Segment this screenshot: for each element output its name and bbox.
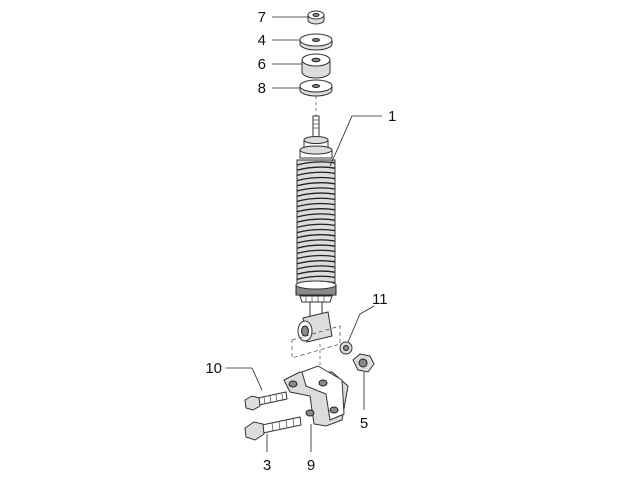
- spring-coil: [296, 244, 336, 249]
- spring-coil: [296, 166, 336, 171]
- part-label-9: 9: [307, 457, 315, 474]
- part-6-rubber-bushing[interactable]: [301, 53, 331, 79]
- spring-coil: [296, 218, 336, 223]
- part-label-10: 10: [205, 360, 222, 377]
- part-label-6: 6: [258, 56, 266, 73]
- spring-coil: [296, 202, 336, 208]
- part-9-bracket[interactable]: [283, 365, 349, 427]
- spring-coil: [296, 182, 336, 187]
- spring-coil: [296, 197, 336, 203]
- spring-coil: [296, 260, 336, 265]
- part-1-shock-absorber[interactable]: [295, 115, 337, 343]
- part-label-3: 3: [263, 457, 271, 474]
- part-8-washer[interactable]: [299, 79, 333, 97]
- spring-coil: [296, 265, 336, 270]
- part-4-washer[interactable]: [299, 33, 333, 51]
- part-7-nut[interactable]: [307, 10, 325, 25]
- spring-coil: [296, 187, 336, 192]
- spring-coil: [296, 192, 336, 197]
- spring-coil: [296, 234, 336, 239]
- part-11-nut[interactable]: [339, 341, 353, 355]
- part-10-bolt[interactable]: [244, 391, 288, 411]
- spring-coil: [296, 275, 336, 281]
- spring-coils: [296, 161, 336, 286]
- spring-coil: [296, 223, 336, 229]
- spring-coil: [296, 176, 336, 182]
- spring-coil: [296, 270, 336, 275]
- spring-coil: [296, 239, 336, 244]
- part-label-5: 5: [360, 415, 368, 432]
- part-label-1: 1: [388, 108, 396, 125]
- spring-coil: [296, 228, 336, 234]
- part-label-11: 11: [372, 291, 388, 308]
- spring-coil: [296, 171, 336, 177]
- part-label-8: 8: [258, 80, 266, 97]
- spring-coil: [296, 208, 336, 213]
- part-label-4: 4: [258, 32, 266, 49]
- spring-coil: [296, 254, 336, 260]
- part-3-bolt[interactable]: [244, 416, 302, 441]
- spring-coil: [296, 213, 336, 218]
- part-5-flange-nut[interactable]: [352, 353, 375, 373]
- part-label-7: 7: [258, 9, 266, 26]
- spring-coil: [296, 249, 336, 255]
- leader-lines: [226, 16, 382, 452]
